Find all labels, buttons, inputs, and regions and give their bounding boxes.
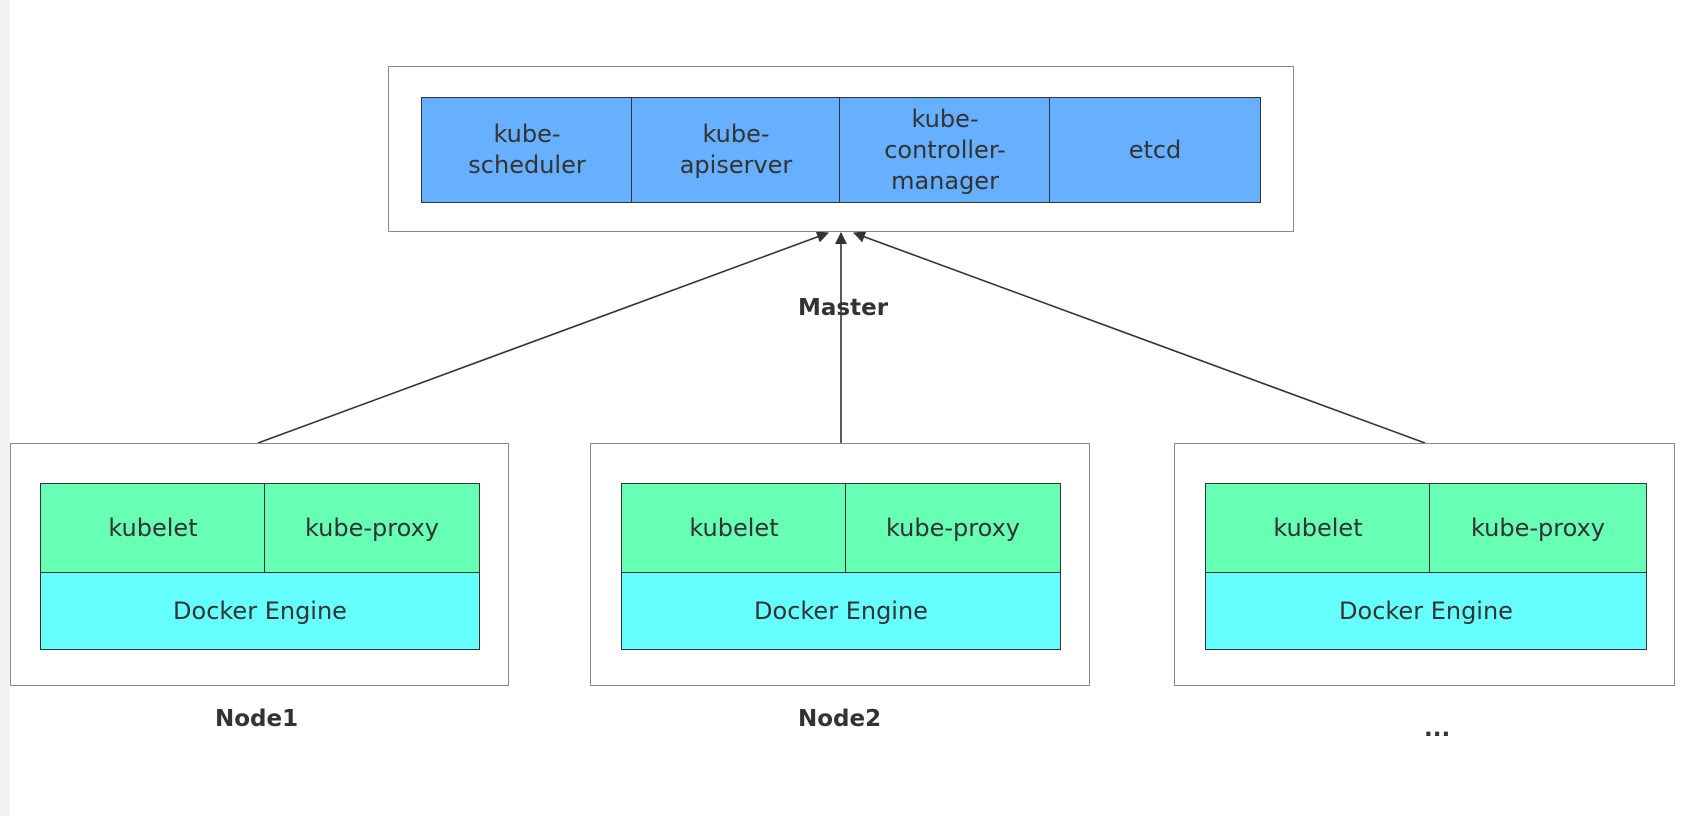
master-label: Master [798, 295, 889, 321]
kube-apiserver-component: kube- apiserver [631, 97, 841, 203]
node3-label: ... [1424, 716, 1451, 742]
etcd-component: etcd [1049, 97, 1261, 203]
node2-kubelet: kubelet [621, 483, 847, 574]
node2-frame: kubelet kube-proxy Docker Engine [590, 443, 1090, 686]
node1-frame: kubelet kube-proxy Docker Engine [10, 443, 509, 686]
node2-docker-engine: Docker Engine [621, 572, 1061, 650]
node3-kube-proxy: kube-proxy [1429, 483, 1647, 574]
master-frame: kube- scheduler kube- apiserver kube- co… [388, 66, 1294, 232]
node3-docker-engine: Docker Engine [1205, 572, 1647, 650]
node2-label: Node2 [798, 706, 882, 732]
node2-kube-proxy: kube-proxy [845, 483, 1061, 574]
node3-frame: kubelet kube-proxy Docker Engine [1174, 443, 1675, 686]
node1-docker-engine: Docker Engine [40, 572, 480, 650]
connector-node3-to-master [853, 231, 1426, 444]
node1-kube-proxy: kube-proxy [264, 483, 480, 574]
page-left-strip [0, 0, 10, 816]
node1-kubelet: kubelet [40, 483, 266, 574]
kube-controller-manager-component: kube- controller- manager [839, 97, 1051, 203]
kube-scheduler-component: kube- scheduler [421, 97, 633, 203]
node1-label: Node1 [215, 706, 299, 732]
connector-node1-to-master [257, 231, 829, 444]
node3-kubelet: kubelet [1205, 483, 1431, 574]
